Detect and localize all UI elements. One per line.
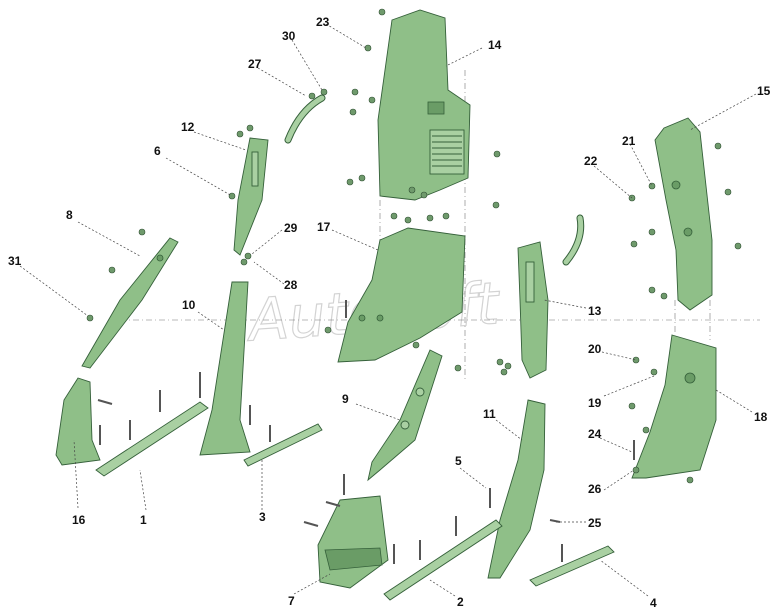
callout-16: 16 <box>72 513 86 527</box>
callout-2: 2 <box>457 595 464 609</box>
callout-14: 14 <box>488 38 502 52</box>
part-10-a-pillar-lower <box>199 281 251 456</box>
callout-28: 28 <box>284 278 298 292</box>
part-14-upper-rear-trim <box>377 9 471 201</box>
callout-8: 8 <box>66 208 73 222</box>
callout-24: 24 <box>588 427 602 441</box>
callout-20: 20 <box>588 342 602 356</box>
part-1-sill-strip <box>95 401 209 477</box>
callout-1: 1 <box>140 513 147 527</box>
callout-13: 13 <box>588 304 602 318</box>
callout-26: 26 <box>588 482 602 496</box>
part-11-lower-pillar <box>487 399 546 579</box>
fasteners <box>86 8 742 484</box>
part-2-sill-strip <box>383 519 503 601</box>
part-12-a-pillar-upper <box>233 137 269 256</box>
leader-lines <box>19 23 757 597</box>
part-9-pillar-trim <box>367 349 443 482</box>
callout-11: 11 <box>483 407 496 421</box>
part-18-right-lower-panel <box>631 334 717 479</box>
part-8-side-trim <box>81 237 179 369</box>
callout-12: 12 <box>181 120 195 134</box>
part-17-lower-rear-trim <box>337 227 466 363</box>
part-7-bracket-panel <box>317 495 389 589</box>
callout-10: 10 <box>182 298 196 312</box>
part-3-sill-strip <box>243 423 323 467</box>
callout-25: 25 <box>588 516 602 530</box>
callout-6: 6 <box>154 144 161 158</box>
part-15-right-upper-pillar <box>654 117 713 311</box>
grab-handle-right <box>562 214 585 266</box>
screws <box>97 300 635 564</box>
callout-4: 4 <box>650 596 657 610</box>
callout-27: 27 <box>248 57 262 71</box>
callout-17: 17 <box>317 220 331 234</box>
part-16-kick-panel <box>55 377 101 466</box>
callout-3: 3 <box>259 510 266 524</box>
callout-labels: 1 2 3 4 5 6 7 8 9 10 11 12 13 14 15 16 1… <box>8 15 771 610</box>
callout-23: 23 <box>316 15 330 29</box>
callout-9: 9 <box>342 392 349 406</box>
callout-29: 29 <box>284 221 298 235</box>
callout-19: 19 <box>588 396 602 410</box>
vent-grille <box>429 129 465 175</box>
callout-22: 22 <box>584 154 598 168</box>
grab-handle-left <box>284 94 326 144</box>
callout-21: 21 <box>622 134 636 148</box>
callout-18: 18 <box>754 410 768 424</box>
part-13-center-pillar <box>517 241 549 379</box>
part-4-sill-strip <box>529 545 615 587</box>
callout-7: 7 <box>288 594 295 608</box>
callout-31: 31 <box>8 254 22 268</box>
callout-5: 5 <box>455 454 462 468</box>
callout-15: 15 <box>757 84 771 98</box>
callout-30: 30 <box>282 29 296 43</box>
